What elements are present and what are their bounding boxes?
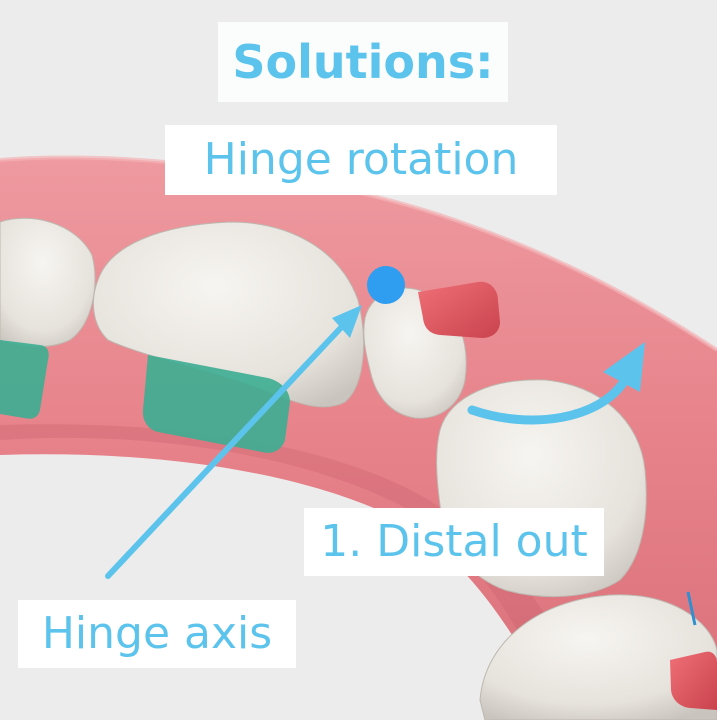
attachment-green-center: [142, 355, 290, 453]
tooth-lateral-incisor: [92, 221, 365, 408]
callout-distal-out: 1. Distal out: [304, 508, 604, 576]
page-title: Solutions:: [218, 22, 508, 102]
attachment-red-canine: [418, 281, 500, 338]
tooth-molar: [479, 594, 717, 720]
distal-out-arrowhead: [603, 342, 645, 392]
hinge-axis-arrowhead: [332, 305, 362, 338]
callout-hinge-axis: Hinge axis: [18, 600, 296, 668]
attachment-green-left: [0, 340, 49, 419]
gum-outer-edge: [0, 155, 717, 352]
subtitle-hinge-rotation: Hinge rotation: [165, 125, 557, 195]
distal-out-arrow-curve: [467, 375, 630, 425]
attachment-red-molar: [670, 651, 717, 710]
hinge-axis-dot: [367, 266, 405, 304]
hinge-axis-arrow-line: [105, 315, 353, 579]
aligner-edge-mark: [686, 591, 697, 626]
